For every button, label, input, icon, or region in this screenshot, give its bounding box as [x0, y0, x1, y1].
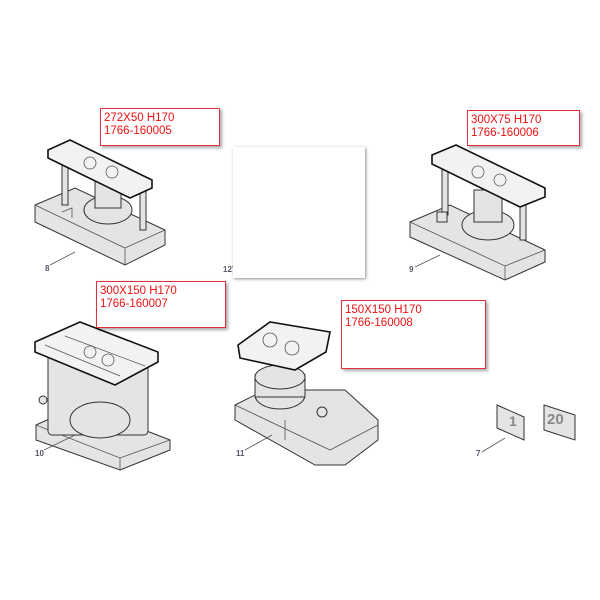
callout-300x75: 300X75 H170 1766-160006	[467, 110, 580, 146]
item-number-8: 8	[45, 264, 50, 273]
callout-part-number: 1766-160007	[100, 298, 168, 310]
number-plates	[496, 404, 576, 441]
gripper-300x150	[34, 321, 171, 471]
callout-272x50: 272X50 H170 1766-160005	[100, 108, 220, 146]
callout-part-number: 1766-160006	[471, 127, 539, 139]
callout-part-number: 1766-160008	[345, 317, 413, 329]
blank-image-panel	[233, 147, 365, 278]
item-number-11: 11	[236, 449, 245, 458]
item-number-9: 9	[409, 265, 414, 274]
plate-number-1: 1	[509, 413, 517, 429]
item-number-7: 7	[476, 449, 481, 458]
callout-size: 300X75 H170	[471, 114, 542, 126]
callout-size: 150X150 H170	[345, 304, 422, 316]
gripper-272x50	[34, 139, 166, 266]
callout-part-number: 1766-160005	[104, 125, 172, 137]
gripper-300x75	[409, 144, 546, 281]
plate-number-20: 20	[547, 411, 564, 428]
gripper-150x150	[234, 321, 379, 466]
item-number-10: 10	[35, 449, 44, 458]
callout-300x150: 300X150 H170 1766-160007	[96, 281, 226, 328]
callout-150x150: 150X150 H170 1766-160008	[341, 300, 486, 369]
item-number-12: 12	[223, 265, 232, 274]
callout-size: 300X150 H170	[100, 285, 177, 297]
callout-size: 272X50 H170	[104, 112, 175, 124]
